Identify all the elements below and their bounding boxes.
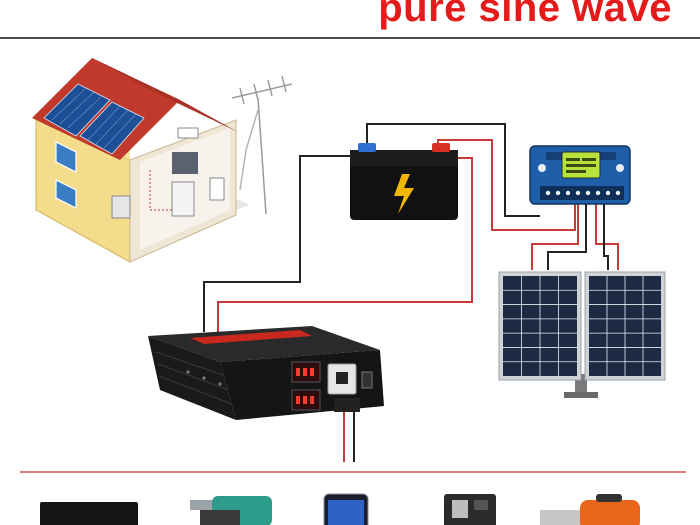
wire-controller-panel-red-2 [595, 204, 619, 270]
tv-antenna-icon [231, 75, 293, 215]
wire-battery-inverter-red [217, 157, 473, 335]
drill-icon [190, 496, 272, 525]
house-icon [32, 58, 250, 263]
wire-battery-controller-black [366, 123, 540, 217]
headline: pure sine wave [378, 0, 672, 30]
solar-panel-icon [498, 271, 666, 398]
chainsaw-icon [540, 494, 640, 525]
inverter-icon [148, 326, 384, 420]
battery-icon [350, 143, 458, 220]
smartphone-icon [323, 493, 369, 525]
wire-controller-panel-red-1 [531, 204, 579, 270]
charge-controller-icon [529, 145, 631, 205]
coffee-machine-icon [444, 494, 496, 525]
tv-icon [40, 502, 138, 525]
appliance-row [40, 493, 640, 525]
wire-controller-panel-black-2 [603, 204, 609, 270]
wires [203, 123, 619, 462]
wire-controller-panel-black-1 [547, 204, 587, 270]
wire-battery-controller-red [437, 139, 576, 231]
wire-battery-inverter-black [203, 155, 367, 332]
